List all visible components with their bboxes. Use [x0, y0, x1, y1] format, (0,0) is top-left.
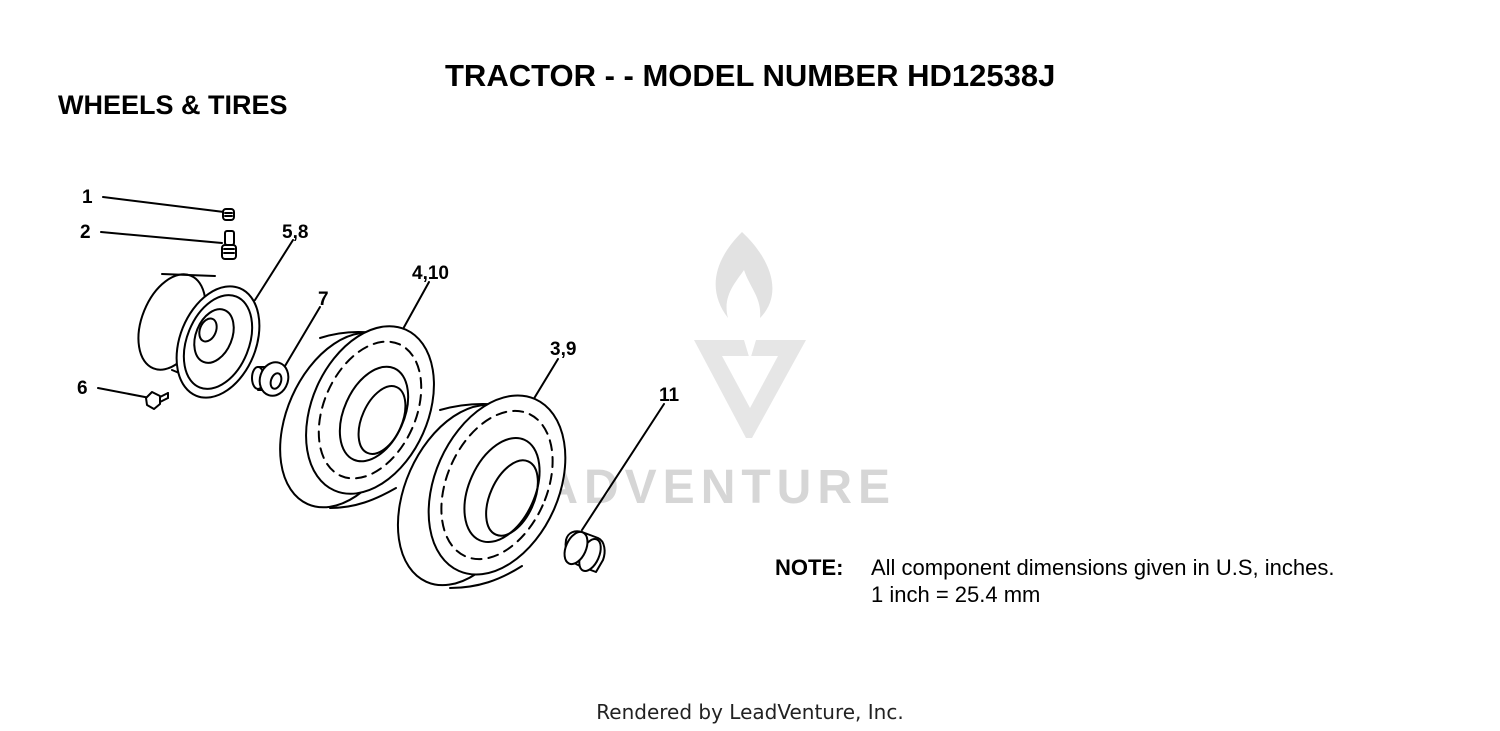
note-label: NOTE:	[775, 555, 844, 580]
watermark-logo	[694, 232, 806, 438]
hub-bushing	[251, 361, 290, 397]
axle-spacer	[563, 530, 606, 573]
callout-1: 1	[82, 187, 93, 208]
note-line-2: 1 inch = 25.4 mm	[871, 582, 1041, 607]
leader-line-11	[581, 403, 665, 531]
callout-11: 11	[659, 385, 680, 406]
callout-6: 6	[77, 378, 88, 399]
callout-2: 2	[80, 222, 91, 243]
callout-3-9: 3,9	[550, 339, 576, 360]
leader-line-2	[100, 231, 223, 244]
leader-line-6	[97, 387, 151, 399]
lug-bolt	[145, 391, 169, 410]
front-tire	[279, 325, 435, 509]
callout-5-8: 5,8	[282, 222, 308, 243]
callout-7: 7	[318, 289, 329, 310]
footer-credit: Rendered by LeadVenture, Inc.	[596, 700, 904, 724]
section-title: WHEELS & TIRES	[58, 90, 288, 120]
rear-tire	[396, 394, 567, 589]
leader-line-5-8	[254, 239, 294, 301]
note-text-1: All component dimensions given in U.S, i…	[871, 555, 1335, 580]
valve-stem	[221, 230, 237, 260]
callout-4-10: 4,10	[412, 263, 449, 284]
leader-line-7	[284, 306, 321, 367]
valve-cap	[222, 208, 235, 221]
page-title: TRACTOR - - MODEL NUMBER HD12538J	[445, 58, 1056, 93]
wheel-rim	[137, 273, 261, 399]
leader-line-1	[102, 196, 225, 213]
note-line-1: NOTE: All component dimensions given in U…	[775, 554, 1334, 581]
note-block: NOTE: All component dimensions given in U…	[775, 554, 1334, 608]
